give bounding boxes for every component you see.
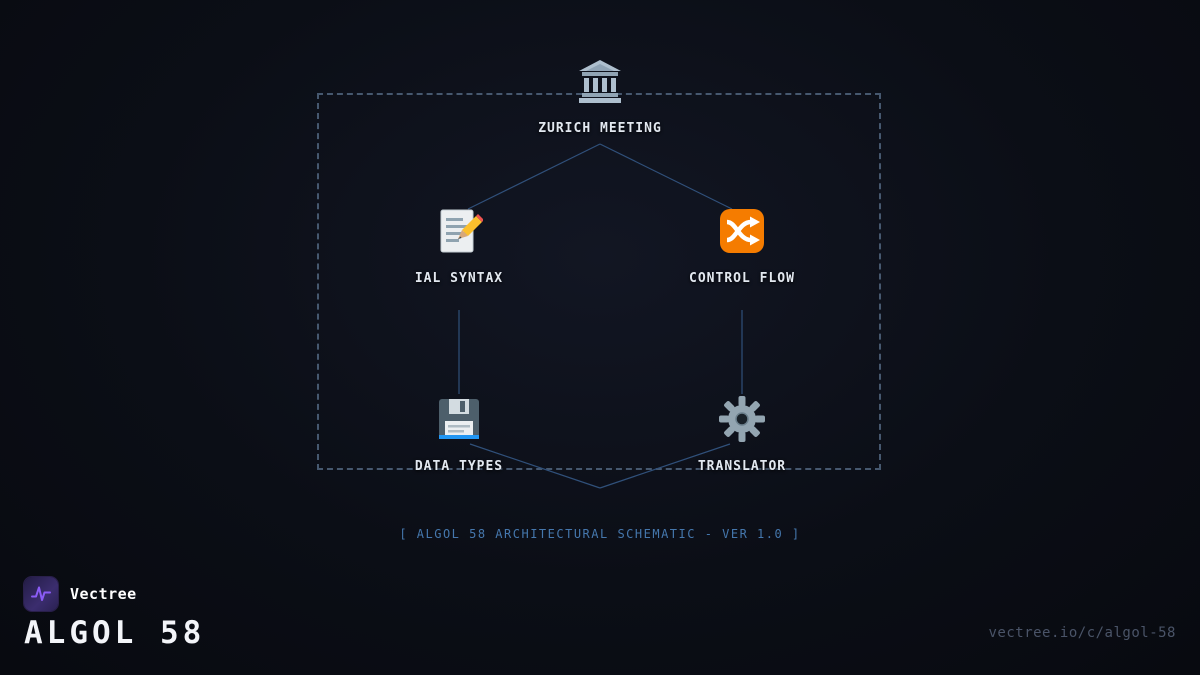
page-url: vectree.io/c/algol-58 (988, 625, 1176, 641)
shuffle-arrows-icon (718, 207, 766, 255)
footer: Vectree ALGOL 58 vectree.io/c/algol-58 (0, 565, 1200, 675)
classical-building-icon (576, 57, 624, 105)
memo-pencil-icon (435, 207, 484, 255)
node-translator[interactable]: TRANSLATOR (642, 395, 842, 474)
schematic-caption: [ ALGOL 58 ARCHITECTURAL SCHEMATIC - VER… (399, 527, 801, 541)
node-data-types[interactable]: DATA TYPES (359, 395, 559, 474)
node-label: ZURICH MEETING (538, 121, 662, 136)
vectree-logo (24, 577, 58, 611)
floppy-disk-icon (435, 395, 483, 443)
node-zurich-meeting[interactable]: ZURICH MEETING (500, 57, 700, 136)
brand-name: Vectree (70, 585, 137, 603)
node-ial-syntax[interactable]: IAL SYNTAX (359, 207, 559, 286)
brand-row: Vectree (24, 577, 137, 611)
vectree-waveform-icon (31, 586, 51, 601)
node-label: DATA TYPES (414, 459, 504, 474)
node-control-flow[interactable]: CONTROL FLOW (642, 207, 842, 286)
gear-icon (718, 395, 766, 443)
node-label: CONTROL FLOW (689, 271, 795, 286)
page-title: ALGOL 58 (24, 615, 206, 651)
node-label: IAL SYNTAX (414, 271, 504, 286)
node-label: TRANSLATOR (697, 459, 787, 474)
